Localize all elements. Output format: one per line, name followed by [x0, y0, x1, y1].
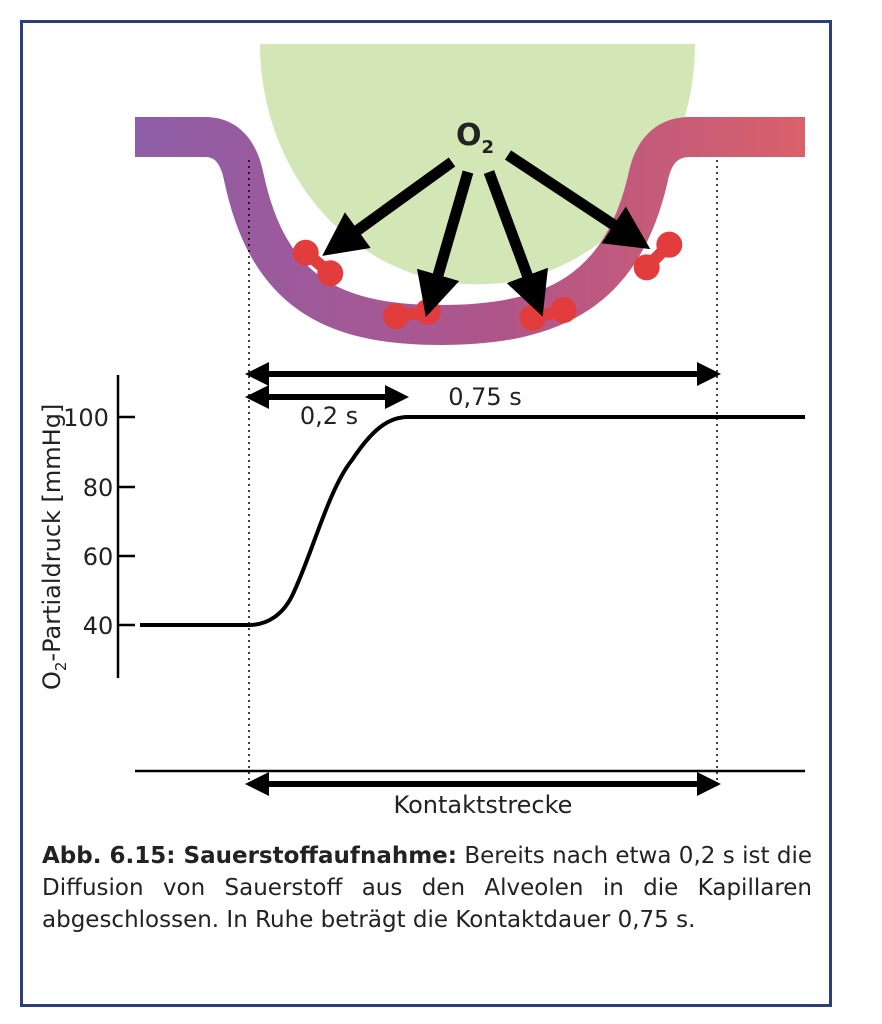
duration-label: 0,75 s: [448, 383, 522, 411]
diffusion-arrow: [322, 157, 456, 256]
y-tick-label: 40: [83, 612, 114, 640]
red-blood-cell: [633, 231, 683, 281]
y-ticks: [118, 415, 135, 627]
y-tick-label: 100: [63, 404, 109, 432]
red-blood-cell: [292, 239, 344, 287]
y-axis-label: O2-Partialdruck [mmHg]: [38, 404, 70, 690]
diffusion-arrows: [322, 150, 651, 318]
caption-heading: Abb. 6.15: Sauerstoffaufnahme:: [42, 843, 457, 869]
o2-label: O2: [456, 118, 494, 158]
figure-caption: Abb. 6.15: Sauerstoffaufnahme: Bereits n…: [42, 840, 812, 936]
rise-time-label: 0,2 s: [300, 402, 358, 430]
caption-body: Bereits nach etwa 0,2 s ist die Diffusio…: [42, 843, 812, 933]
contact-label: Kontaktstrecke: [394, 791, 573, 819]
y-tick-label: 60: [83, 543, 114, 571]
y-tick-label: 80: [83, 474, 114, 502]
partial-pressure-curve: [140, 415, 805, 627]
diffusion-arrow: [504, 150, 651, 250]
diffusion-arrow: [483, 170, 548, 317]
diffusion-arrow: [417, 170, 474, 318]
capillary-vessel: [135, 117, 805, 345]
